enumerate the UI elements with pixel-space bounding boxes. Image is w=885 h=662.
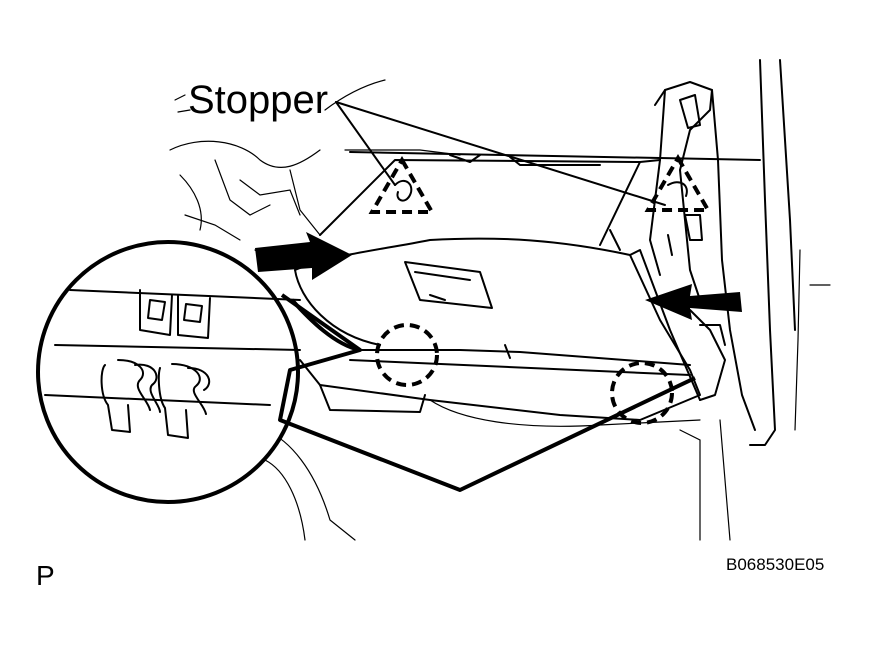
arrow-right (255, 232, 352, 280)
page-mark: P (36, 560, 55, 591)
clip-marker-right (610, 361, 674, 425)
clip-markers (375, 323, 674, 425)
glove-box (294, 229, 701, 421)
stopper-marker-left (368, 155, 436, 214)
detail-clips (44, 289, 301, 439)
stopper-markers (368, 153, 712, 214)
figure-code: B068530E05 (726, 555, 825, 574)
stopper-label: Stopper (188, 78, 329, 122)
stopper-leaders (335, 101, 666, 206)
stopper-marker-right (644, 153, 712, 212)
clip-marker-left (375, 323, 439, 387)
detail-callout (36, 240, 696, 504)
arrow-left (645, 284, 742, 320)
dash-frame (319, 151, 761, 246)
push-arrows (255, 232, 742, 320)
